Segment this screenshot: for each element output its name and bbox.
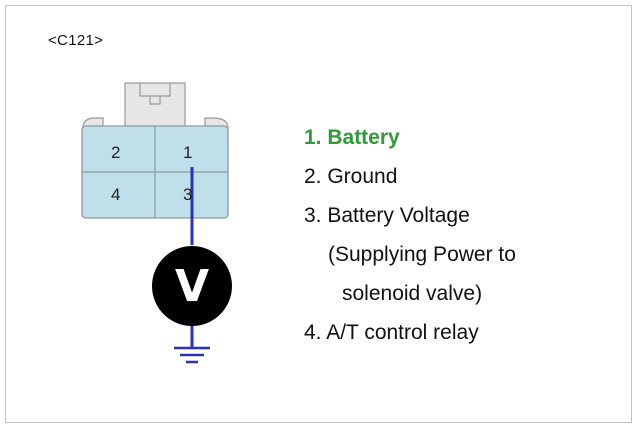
pin-label-2: 2 [111, 143, 121, 162]
legend-item-note-line1: (Supplying Power to [328, 243, 516, 266]
voltmeter-symbol [152, 246, 232, 326]
legend-item-battery: 1. Battery [304, 126, 400, 149]
legend-item-ground: 2. Ground [304, 165, 398, 188]
pin-label-3: 3 [183, 185, 193, 204]
connector-id-label: <C121> [48, 32, 104, 49]
pin-label-4: 4 [111, 185, 121, 204]
ground-symbol [174, 346, 210, 364]
pin-label-1: 1 [183, 143, 193, 162]
connector-locking-tab [124, 82, 186, 128]
legend-item-battery-voltage: 3. Battery Voltage [304, 204, 470, 227]
legend-item-at-control-relay: 4. A/T control relay [304, 321, 479, 344]
legend-item-note-line2: solenoid valve) [342, 282, 483, 305]
pin-legend: 1. Battery 2. Ground 3. Battery Voltage … [304, 118, 516, 352]
voltmeter-label: V [174, 260, 210, 312]
